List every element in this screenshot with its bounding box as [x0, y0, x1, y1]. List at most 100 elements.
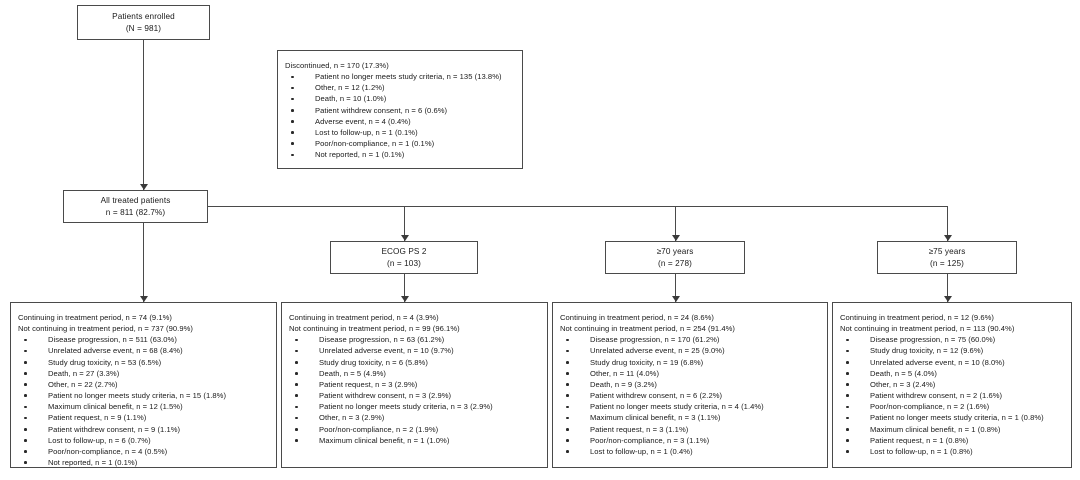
list-item: Patient withdrew consent, n = 9 (1.1%)	[18, 424, 270, 435]
connector-enrolled-to-all-treated	[143, 40, 144, 190]
list-item: Poor/non-compliance, n = 1 (0.1%)	[285, 138, 516, 149]
list-item: Patient request, n = 1 (0.8%)	[840, 435, 1065, 446]
list-item: Adverse event, n = 4 (0.4%)	[285, 116, 516, 127]
list-item: Death, n = 9 (3.2%)	[560, 379, 821, 390]
arrowhead-ecog	[400, 235, 409, 241]
connector-all-treated-to-outcomes	[143, 223, 144, 302]
outcomes-age70-not-continuing: Not continuing in treatment period, n = …	[560, 324, 735, 334]
arrowhead-age75	[943, 235, 952, 241]
list-item: Other, n = 3 (2.9%)	[289, 412, 541, 423]
list-item: Maximum clinical benefit, n = 12 (1.5%)	[18, 401, 270, 412]
connector-age75-to-outcomes	[947, 274, 948, 302]
node-age75-line2: (n = 125)	[930, 258, 964, 268]
connector-to-age70	[675, 206, 676, 241]
discontinued-heading: Discontinued, n = 170 (17.3%)	[285, 61, 389, 70]
connector-to-ecog	[404, 206, 405, 241]
branch-bus-horizontal	[208, 206, 947, 207]
list-item: Study drug toxicity, n = 53 (6.5%)	[18, 357, 270, 368]
list-item: Death, n = 10 (1.0%)	[285, 93, 516, 104]
list-item: Poor/non-compliance, n = 4 (0.5%)	[18, 446, 270, 457]
list-item: Patient request, n = 3 (1.1%)	[560, 424, 821, 435]
list-item: Lost to follow-up, n = 1 (0.8%)	[840, 446, 1065, 457]
node-age70-line1: ≥70 years	[656, 246, 694, 256]
list-item: Death, n = 5 (4.0%)	[840, 368, 1065, 379]
box-outcomes-all-treated: Continuing in treatment period, n = 74 (…	[10, 302, 277, 468]
list-item: Other, n = 11 (4.0%)	[560, 368, 821, 379]
outcomes-age70-continuing: Continuing in treatment period, n = 24 (…	[560, 313, 715, 322]
list-item: Disease progression, n = 63 (61.2%)	[289, 334, 541, 345]
list-item: Death, n = 27 (3.3%)	[18, 368, 270, 379]
node-ecog-line2: (n = 103)	[387, 258, 421, 268]
list-item: Not reported, n = 1 (0.1%)	[18, 457, 270, 468]
arrowhead-all-treated-outcomes	[139, 296, 148, 302]
connector-to-age75	[947, 206, 948, 241]
node-age-70-plus: ≥70 years (n = 278)	[605, 241, 745, 274]
box-outcomes-ecog: Continuing in treatment period, n = 4 (3…	[281, 302, 548, 468]
outcomes-ecog-not-continuing: Not continuing in treatment period, n = …	[289, 324, 460, 334]
outcomes-age75-not-continuing: Not continuing in treatment period, n = …	[840, 324, 1015, 334]
outcomes-ecog-reason-list: Disease progression, n = 63 (61.2%) Unre…	[289, 334, 541, 446]
list-item: Lost to follow-up, n = 6 (0.7%)	[18, 435, 270, 446]
outcomes-age75-continuing: Continuing in treatment period, n = 12 (…	[840, 313, 995, 322]
list-item: Patient withdrew consent, n = 6 (2.2%)	[560, 390, 821, 401]
list-item: Maximum clinical benefit, n = 1 (0.8%)	[840, 424, 1065, 435]
box-discontinued: Discontinued, n = 170 (17.3%) Patient no…	[277, 50, 523, 169]
outcomes-all-treated-not-continuing: Not continuing in treatment period, n = …	[18, 324, 193, 334]
list-item: Study drug toxicity, n = 19 (6.8%)	[560, 357, 821, 368]
arrowhead-age70	[671, 235, 680, 241]
list-item: Disease progression, n = 511 (63.0%)	[18, 334, 270, 345]
list-item: Study drug toxicity, n = 12 (9.6%)	[840, 345, 1065, 356]
list-item: Death, n = 5 (4.9%)	[289, 368, 541, 379]
node-ecog-line1: ECOG PS 2	[381, 246, 427, 256]
list-item: Patient no longer meets study criteria, …	[18, 390, 270, 401]
box-outcomes-age75: Continuing in treatment period, n = 12 (…	[832, 302, 1072, 468]
list-item: Unrelated adverse event, n = 25 (9.0%)	[560, 345, 821, 356]
node-all-treated-line1: All treated patients	[100, 195, 171, 205]
list-item: Other, n = 3 (2.4%)	[840, 379, 1065, 390]
list-item: Study drug toxicity, n = 6 (5.8%)	[289, 357, 541, 368]
list-item: Poor/non-compliance, n = 2 (1.6%)	[840, 401, 1065, 412]
node-patients-enrolled-line1: Patients enrolled	[112, 11, 175, 21]
node-ecog-ps-2: ECOG PS 2 (n = 103)	[330, 241, 478, 274]
outcomes-age70-reason-list: Disease progression, n = 170 (61.2%) Unr…	[560, 334, 821, 457]
list-item: Poor/non-compliance, n = 3 (1.1%)	[560, 435, 821, 446]
arrowhead-age70-outcomes	[671, 296, 680, 302]
list-item: Other, n = 22 (2.7%)	[18, 379, 270, 390]
list-item: Patient no longer meets study criteria, …	[289, 401, 541, 412]
arrowhead-all-treated	[139, 184, 148, 190]
outcomes-all-treated-reason-list: Disease progression, n = 511 (63.0%) Unr…	[18, 334, 270, 468]
connector-age70-to-outcomes	[675, 274, 676, 302]
list-item: Not reported, n = 1 (0.1%)	[285, 149, 516, 160]
box-outcomes-age70: Continuing in treatment period, n = 24 (…	[552, 302, 828, 468]
list-item: Patient withdrew consent, n = 2 (1.6%)	[840, 390, 1065, 401]
list-item: Patient withdrew consent, n = 3 (2.9%)	[289, 390, 541, 401]
list-item: Patient no longer meets study criteria, …	[560, 401, 821, 412]
list-item: Maximum clinical benefit, n = 3 (1.1%)	[560, 412, 821, 423]
list-item: Other, n = 12 (1.2%)	[285, 82, 516, 93]
list-item: Poor/non-compliance, n = 2 (1.9%)	[289, 424, 541, 435]
arrowhead-age75-outcomes	[943, 296, 952, 302]
discontinued-reason-list: Patient no longer meets study criteria, …	[285, 71, 516, 160]
node-patients-enrolled-line2: (N = 981)	[125, 23, 162, 33]
node-age70-line2: (n = 278)	[658, 258, 692, 268]
list-item: Patient request, n = 3 (2.9%)	[289, 379, 541, 390]
list-item: Unrelated adverse event, n = 10 (9.7%)	[289, 345, 541, 356]
list-item: Patient no longer meets study criteria, …	[840, 412, 1065, 423]
list-item: Disease progression, n = 75 (60.0%)	[840, 334, 1065, 345]
list-item: Maximum clinical benefit, n = 1 (1.0%)	[289, 435, 541, 446]
list-item: Lost to follow-up, n = 1 (0.1%)	[285, 127, 516, 138]
list-item: Patient no longer meets study criteria, …	[285, 71, 516, 82]
outcomes-all-treated-continuing: Continuing in treatment period, n = 74 (…	[18, 313, 173, 322]
node-age75-line1: ≥75 years	[928, 246, 966, 256]
list-item: Disease progression, n = 170 (61.2%)	[560, 334, 821, 345]
list-item: Lost to follow-up, n = 1 (0.4%)	[560, 446, 821, 457]
outcomes-age75-reason-list: Disease progression, n = 75 (60.0%) Stud…	[840, 334, 1065, 457]
node-all-treated-line2: n = 811 (82.7%)	[105, 207, 166, 217]
arrowhead-ecog-outcomes	[400, 296, 409, 302]
list-item: Unrelated adverse event, n = 10 (8.0%)	[840, 357, 1065, 368]
node-age-75-plus: ≥75 years (n = 125)	[877, 241, 1017, 274]
node-all-treated-patients: All treated patients n = 811 (82.7%)	[63, 190, 208, 223]
list-item: Patient withdrew consent, n = 6 (0.6%)	[285, 105, 516, 116]
list-item: Patient request, n = 9 (1.1%)	[18, 412, 270, 423]
